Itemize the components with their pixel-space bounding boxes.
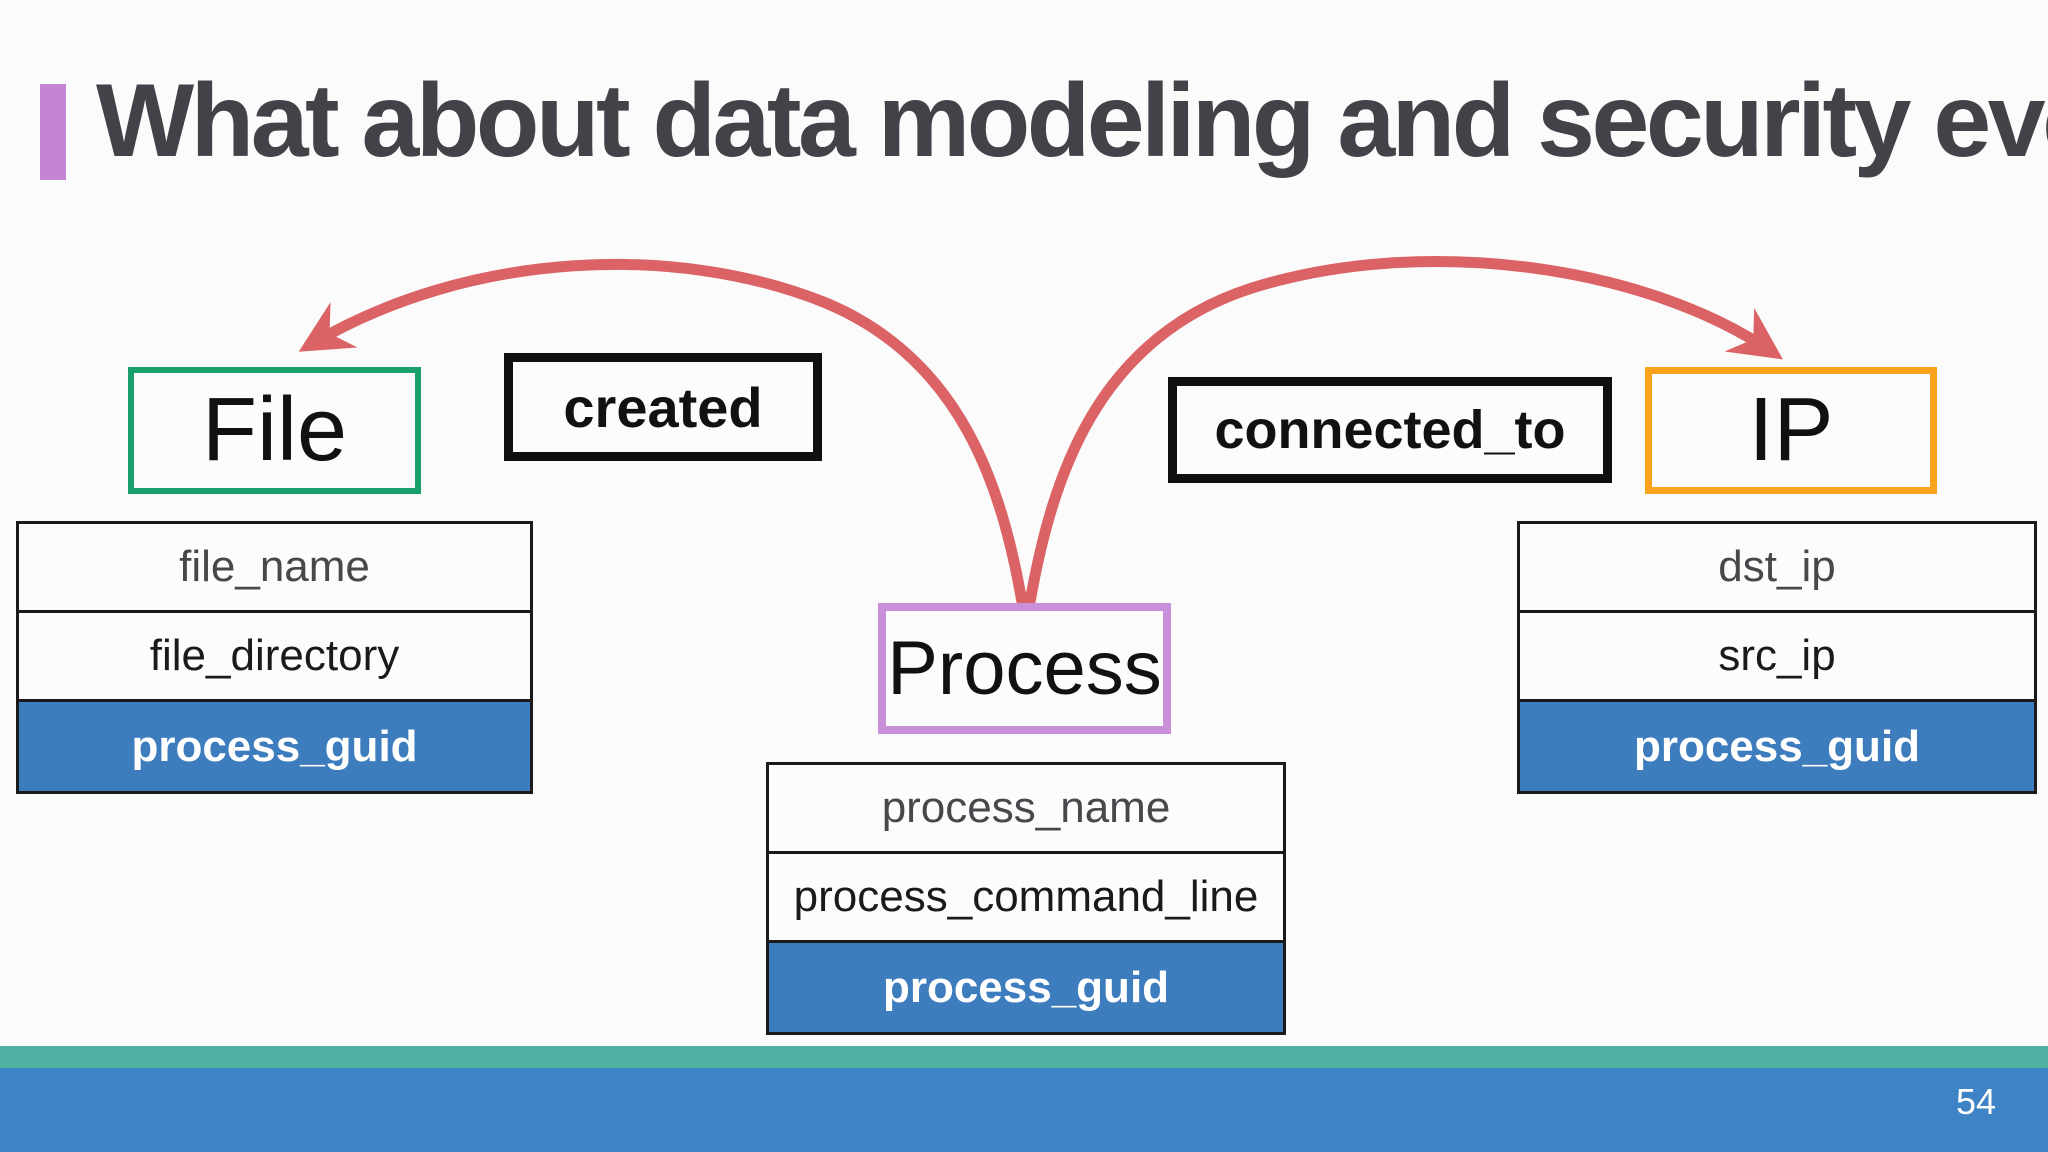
ip-attribute-table: dst_ip src_ip process_guid <box>1517 521 2037 794</box>
relation-box-created: created <box>504 353 822 461</box>
title-accent-bar <box>40 84 66 180</box>
entity-label-process: Process <box>887 626 1162 711</box>
process-attribute-table: process_name process_command_line proces… <box>766 762 1286 1035</box>
table-row-key: process_guid <box>1520 702 2034 791</box>
entity-box-file: File <box>128 367 421 494</box>
footer-bar <box>0 1068 2048 1152</box>
table-row: process_name <box>769 765 1283 854</box>
entity-box-ip: IP <box>1645 367 1937 494</box>
table-row: dst_ip <box>1520 524 2034 613</box>
table-row-key: process_guid <box>19 702 530 791</box>
page-number: 54 <box>1955 1081 1996 1122</box>
footer-divider-bar <box>0 1046 2048 1068</box>
relation-label-connected-to: connected_to <box>1214 400 1566 460</box>
table-row: file_directory <box>19 613 530 702</box>
file-attribute-table: file_name file_directory process_guid <box>16 521 533 794</box>
relation-box-connected-to: connected_to <box>1168 377 1612 483</box>
entity-label-file: File <box>201 380 348 480</box>
entity-box-process: Process <box>878 603 1171 734</box>
slide-title: What about data modeling and security ev… <box>96 63 2048 179</box>
table-row: file_name <box>19 524 530 613</box>
table-row: process_command_line <box>769 854 1283 943</box>
table-row-key: process_guid <box>769 943 1283 1032</box>
table-row: src_ip <box>1520 613 2034 702</box>
entity-label-ip: IP <box>1748 380 1834 480</box>
relation-label-created: created <box>563 375 763 439</box>
